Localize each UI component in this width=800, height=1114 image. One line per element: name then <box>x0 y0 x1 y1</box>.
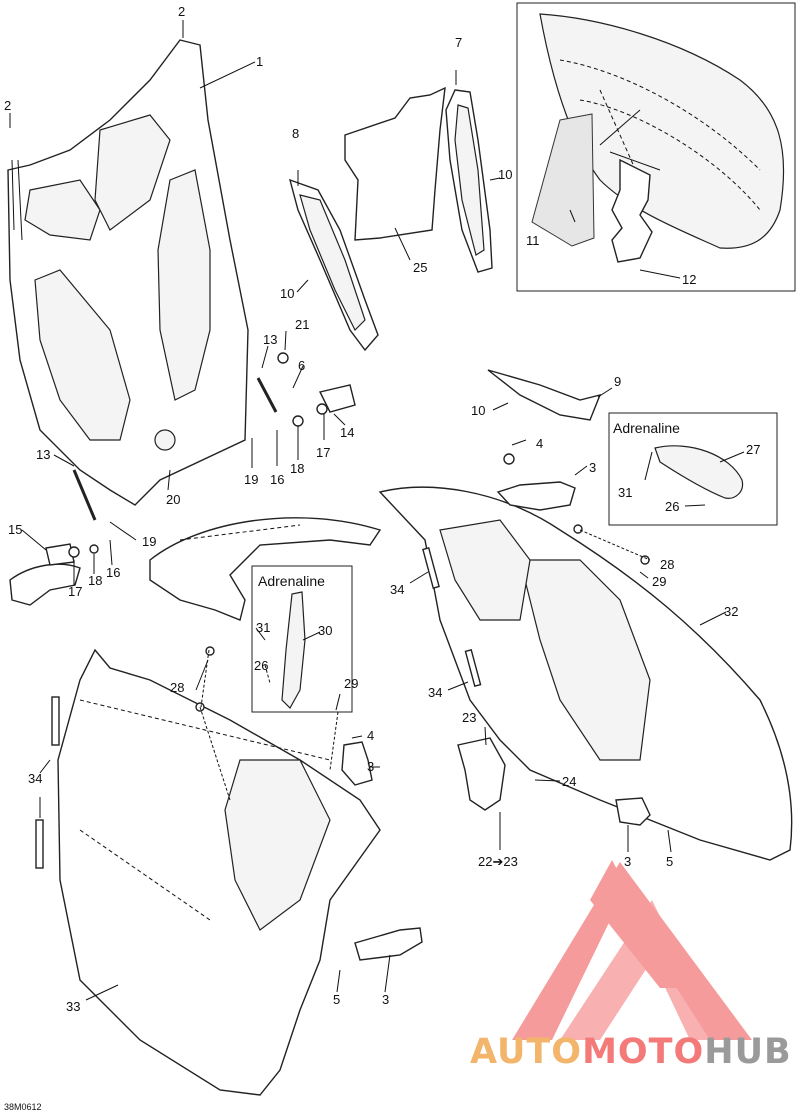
callout-9: 9 <box>614 374 621 389</box>
callout-18-left: 18 <box>88 573 102 588</box>
callout-16-upper: 16 <box>270 472 284 487</box>
callout-33: 33 <box>66 999 80 1014</box>
watermark-moto: MOTO <box>582 1032 704 1072</box>
inset-box-upper-right <box>516 2 796 292</box>
callout-5-right: 5 <box>666 854 673 869</box>
callout-2-left: 2 <box>4 98 11 113</box>
inset-box-adrenaline-right <box>608 412 778 526</box>
callout-3-upper: 3 <box>589 460 596 475</box>
callout-labels: 1 2 2 3 3 3 3 4 4 5 5 6 7 8 9 10 10 10 1… <box>4 4 760 1112</box>
part-32-hood <box>378 486 793 861</box>
callout-26-left: 26 <box>254 658 268 673</box>
part-34-strips <box>35 547 482 869</box>
callout-14: 14 <box>340 425 354 440</box>
callout-17-left: 17 <box>68 584 82 599</box>
callout-7: 7 <box>455 35 462 50</box>
side-panel-upper <box>7 39 249 506</box>
callout-21: 21 <box>295 317 309 332</box>
callout-34-left: 34 <box>28 771 42 786</box>
callout-10-top: 10 <box>498 167 512 182</box>
callout-29-right: 29 <box>652 574 666 589</box>
callout-32: 32 <box>724 604 738 619</box>
callout-18-upper: 18 <box>290 461 304 476</box>
leader-lines <box>9 20 745 1001</box>
watermark-auto: AUTO <box>470 1032 582 1072</box>
callout-34-upper: 34 <box>390 582 404 597</box>
callout-20: 20 <box>166 492 180 507</box>
callout-1: 1 <box>256 54 263 69</box>
callout-13-upper: 13 <box>263 332 277 347</box>
bracket-lower-left <box>9 563 81 606</box>
watermark-logo <box>512 860 752 1040</box>
drawing-ref-code: 38M0612 <box>4 1102 42 1112</box>
callout-10-mid: 10 <box>471 403 485 418</box>
inset-title-right: Adrenaline <box>613 420 680 436</box>
callout-28-left: 28 <box>170 680 184 695</box>
part-8-frame <box>288 178 379 352</box>
callout-24: 24 <box>562 774 576 789</box>
watermark-text: AUTOMOTOHUB <box>470 1032 792 1072</box>
grip-parts <box>341 481 651 961</box>
callout-11: 11 <box>526 233 540 248</box>
callout-15: 15 <box>8 522 22 537</box>
callout-27: 27 <box>746 442 760 457</box>
part-33-lower-panel <box>57 648 381 1096</box>
callout-30: 30 <box>318 623 332 638</box>
part-25-panel <box>344 86 446 241</box>
callout-26-right: 26 <box>665 499 679 514</box>
callout-19-upper: 19 <box>244 472 258 487</box>
callout-34-mid: 34 <box>428 685 442 700</box>
callout-19-left: 19 <box>142 534 156 549</box>
callout-10-left: 10 <box>280 286 294 301</box>
inset-box-adrenaline-left <box>251 565 353 713</box>
callout-4-mid: 4 <box>367 728 374 743</box>
callout-4-upper: 4 <box>536 436 543 451</box>
svg-text:AUTOMOTOHUB: AUTOMOTOHUB <box>470 1032 792 1072</box>
callout-3-mid: 3 <box>367 759 374 774</box>
part-22-bracket <box>457 737 506 811</box>
callout-29-left: 29 <box>344 676 358 691</box>
callout-13-left: 13 <box>36 447 50 462</box>
callout-8: 8 <box>292 126 299 141</box>
callout-12: 12 <box>682 272 696 287</box>
callout-31-right: 31 <box>618 485 632 500</box>
callout-3-bottom: 3 <box>382 992 389 1007</box>
callout-31-left: 31 <box>256 620 270 635</box>
callout-17-upper: 17 <box>316 445 330 460</box>
inset-title-left: Adrenaline <box>258 573 325 589</box>
callout-3-right: 3 <box>624 854 631 869</box>
callout-2-top: 2 <box>178 4 185 19</box>
callout-6: 6 <box>298 358 305 373</box>
callout-25: 25 <box>413 260 427 275</box>
callout-5-bottom: 5 <box>333 992 340 1007</box>
watermark-hub: HUB <box>704 1032 791 1072</box>
callout-22-23: 22➔23 <box>478 854 518 869</box>
part-9-strip <box>487 369 602 421</box>
part-7-frame <box>445 89 493 273</box>
center-upper-cowl <box>149 517 382 621</box>
callout-16-left: 16 <box>106 565 120 580</box>
callout-28-right: 28 <box>660 557 674 572</box>
callout-23: 23 <box>462 710 476 725</box>
